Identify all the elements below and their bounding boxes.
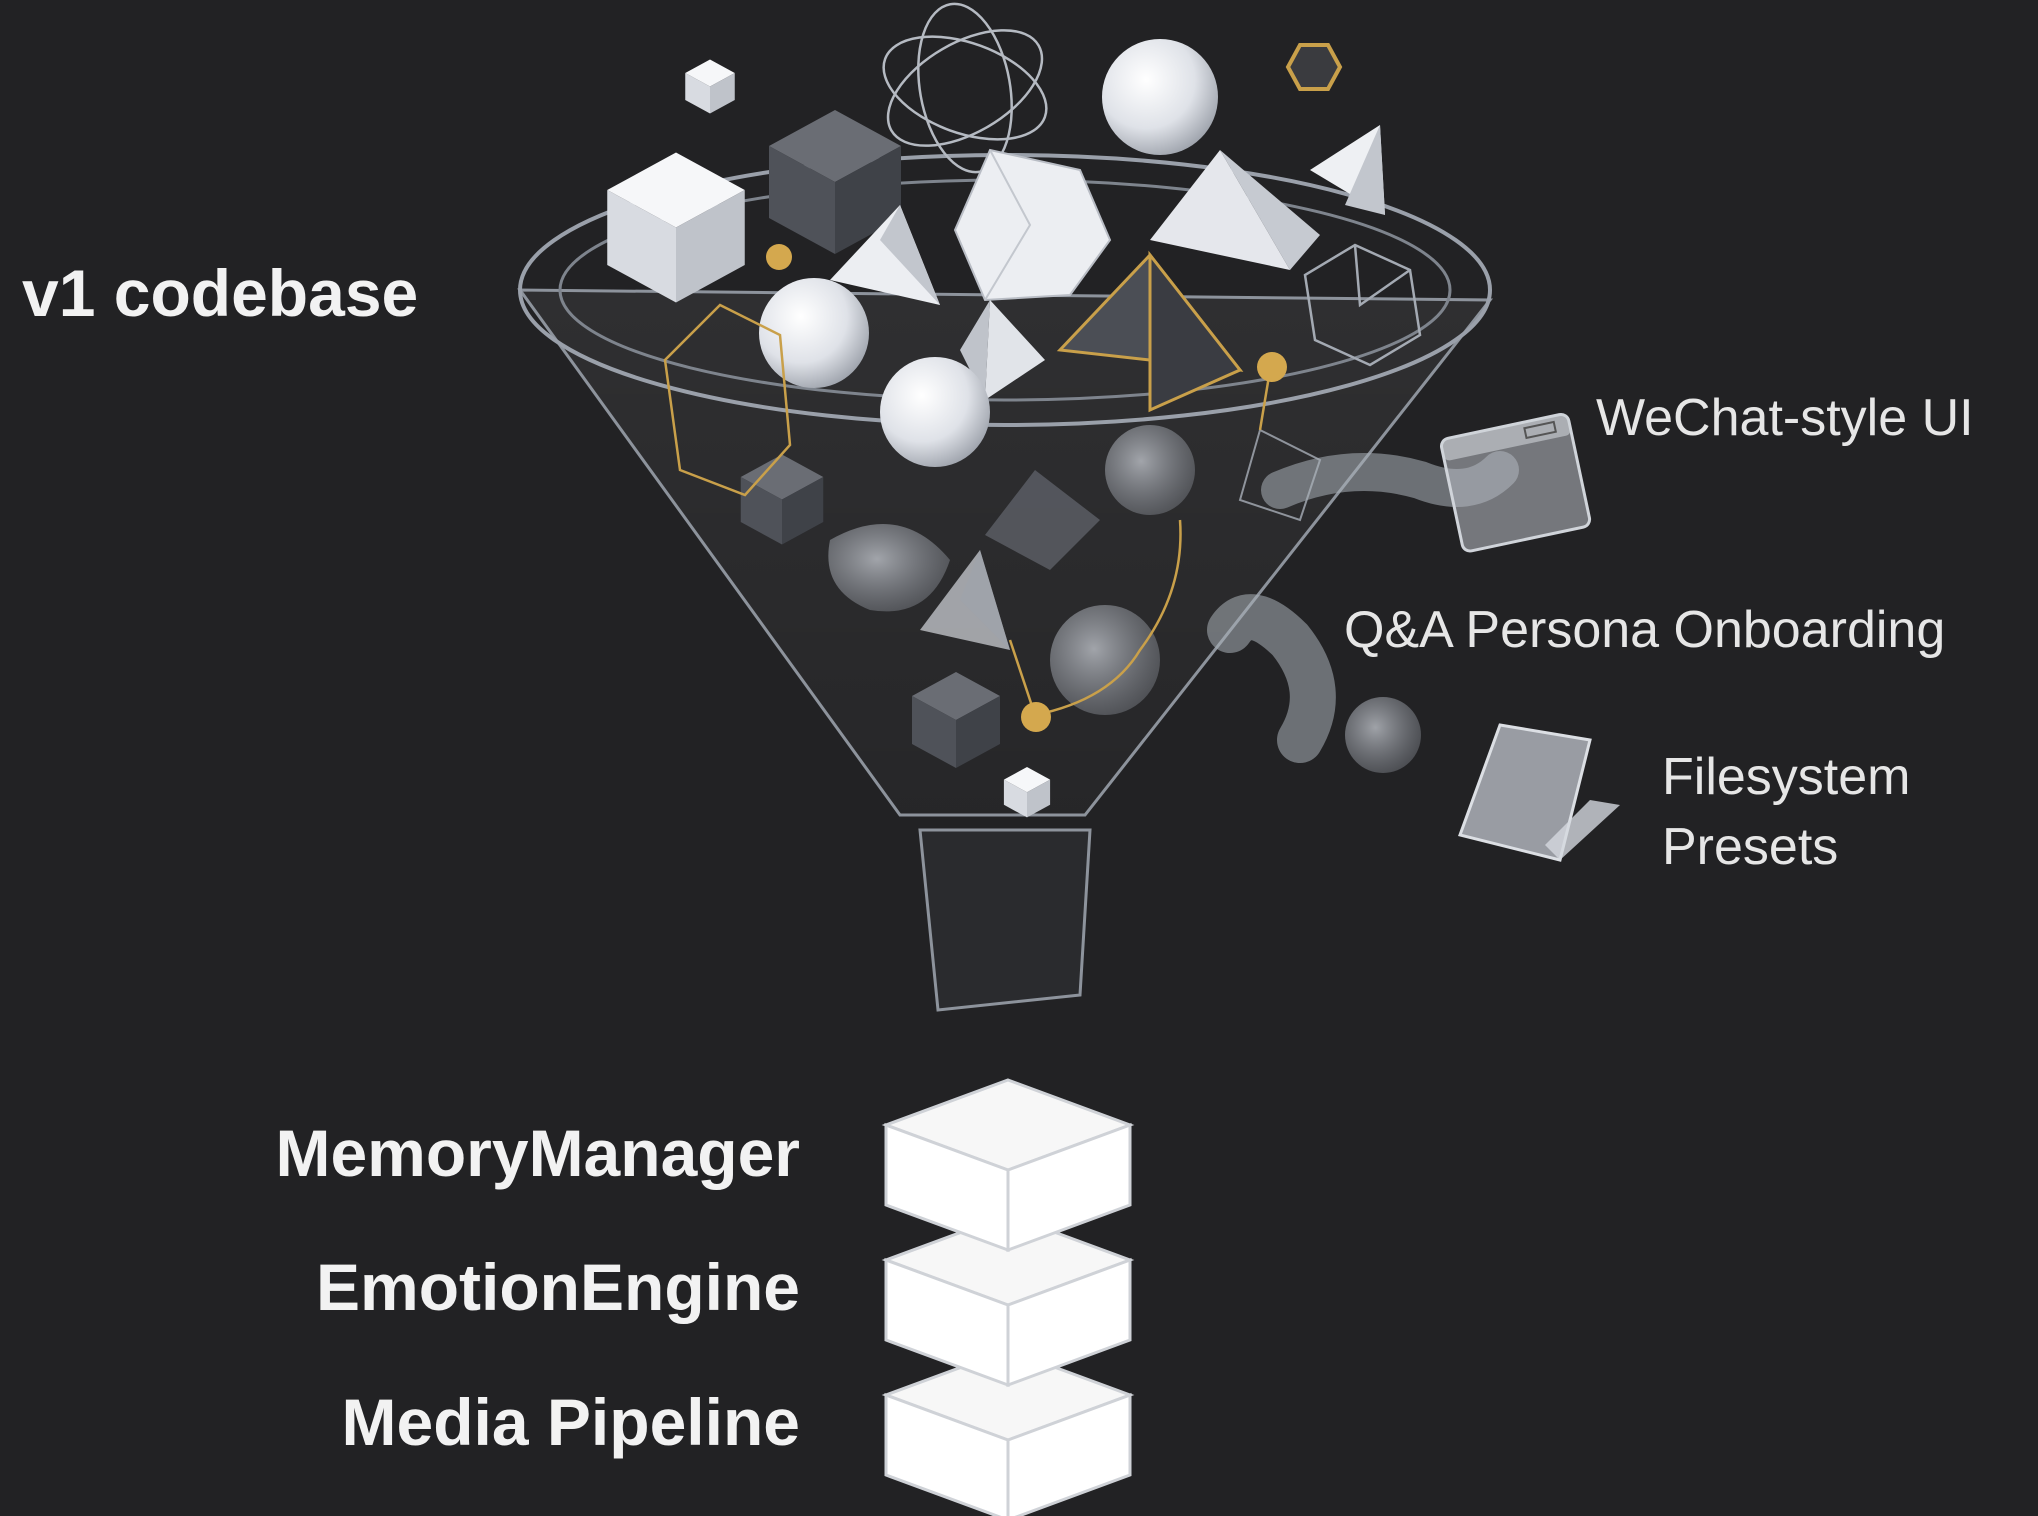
sphere-icon xyxy=(1050,605,1160,715)
ghost-shape xyxy=(985,470,1100,570)
hexagon-icon xyxy=(663,303,792,497)
pyramid-icon xyxy=(920,550,1010,650)
atom-icon xyxy=(882,2,1048,174)
module-cube-emotion-engine xyxy=(881,1213,1135,1388)
discarded-label-line: Filesystem xyxy=(1662,748,1911,806)
ghost-shape xyxy=(828,524,950,612)
module-label-media-pipeline: Media Pipeline xyxy=(341,1385,800,1459)
cube-icon xyxy=(607,152,745,303)
discarded-features xyxy=(1207,412,1620,862)
icosahedron-icon xyxy=(1303,243,1422,367)
sphere-icon xyxy=(759,278,869,388)
codebase-shapes xyxy=(607,2,1422,818)
hexagon-icon xyxy=(1285,43,1343,91)
discarded-label-wechat-ui: WeChat-style UI xyxy=(1596,389,1974,447)
pyramid-icon xyxy=(1310,125,1385,215)
pyramid-icon xyxy=(1056,250,1244,413)
window-icon xyxy=(1439,412,1592,553)
pyramid-icon xyxy=(960,300,1045,400)
gold-node xyxy=(1257,352,1287,382)
droplet-icon xyxy=(1345,697,1421,773)
gold-node xyxy=(766,244,792,270)
source-label: v1 codebase xyxy=(22,256,419,330)
flow-trail xyxy=(1207,594,1336,763)
module-cube-media-pipeline xyxy=(881,1348,1135,1516)
module-label-emotion-engine: EmotionEngine xyxy=(316,1250,800,1324)
folder-icon xyxy=(1458,723,1620,862)
module-stack xyxy=(881,1078,1135,1516)
sphere-icon xyxy=(1105,425,1195,515)
discarded-label-filesystem-presets: Filesystem Presets xyxy=(1662,742,1910,882)
pyramid-icon xyxy=(830,205,940,305)
sphere-icon xyxy=(1102,39,1218,155)
module-label-memory-manager: MemoryManager xyxy=(275,1116,801,1190)
discarded-label-qa-onboarding: Q&A Persona Onboarding xyxy=(1344,601,1946,659)
sphere-icon xyxy=(880,357,990,467)
polyhedron-icon xyxy=(953,148,1112,302)
discarded-label-line: Presets xyxy=(1662,818,1839,876)
ghost-shape xyxy=(1238,428,1322,522)
cube-icon xyxy=(685,59,735,114)
gold-node xyxy=(1021,702,1051,732)
module-cube-memory-manager xyxy=(881,1078,1135,1253)
pyramid-icon xyxy=(1150,150,1320,270)
